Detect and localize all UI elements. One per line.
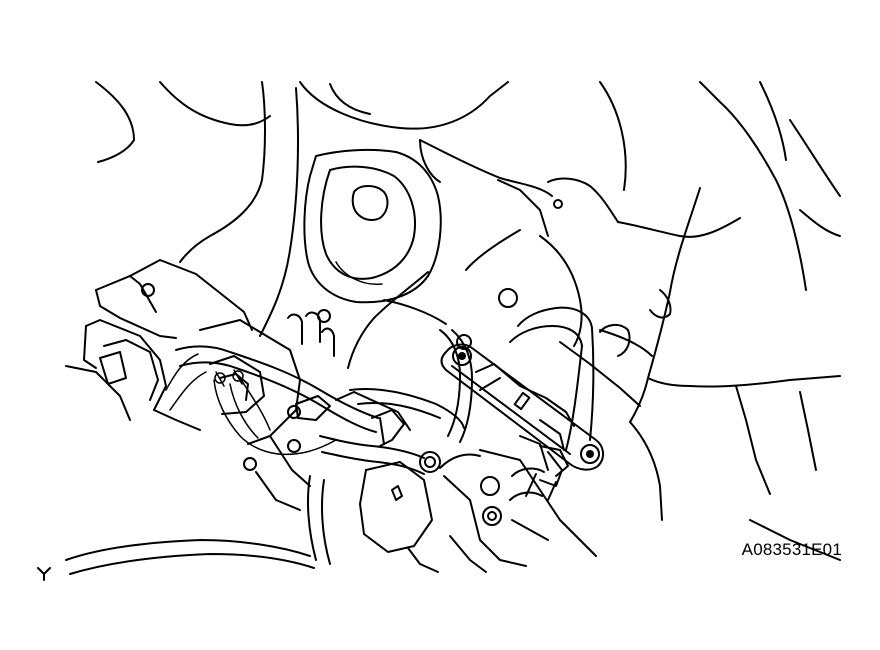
- bracket-bolt-right: [580, 444, 600, 464]
- left-mount-assembly: [65, 259, 253, 431]
- wire-harness: [65, 306, 631, 575]
- panel-holes: [295, 199, 563, 421]
- sensor-bracket: [440, 343, 604, 501]
- connector-block: [199, 311, 335, 511]
- bracket-bolt-left: [452, 346, 472, 366]
- harness-clamp: [37, 409, 597, 581]
- body-panel: [95, 81, 841, 561]
- figure-code-label: A083531E01: [741, 540, 842, 559]
- strut-mount-opening: [303, 148, 442, 304]
